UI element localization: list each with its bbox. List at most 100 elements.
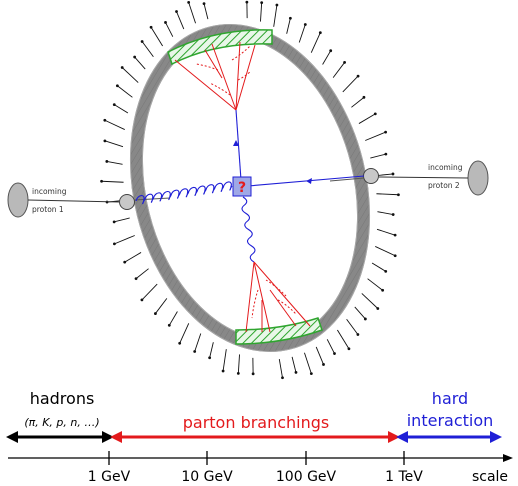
- detector-ring: [129, 23, 371, 353]
- hadron-track-head: [115, 84, 119, 88]
- hadron-track: [298, 24, 306, 43]
- scale-axis-label: scale: [472, 469, 508, 485]
- hadron-track: [365, 131, 386, 141]
- hadron-track-head: [294, 370, 298, 374]
- hadron-track-head: [236, 371, 240, 375]
- hadron-track-head: [193, 350, 197, 353]
- hadron-track-head: [288, 16, 292, 20]
- hadron-track-head: [397, 193, 400, 197]
- hadron-track-head: [149, 25, 153, 29]
- hadron-track-head: [140, 40, 144, 43]
- incoming-quark-arrow: [306, 178, 312, 184]
- hadron-track: [376, 228, 396, 236]
- hard-process-box: ?: [232, 176, 252, 197]
- hadron-track-head: [384, 130, 387, 134]
- hadron-track-head: [208, 356, 212, 360]
- hadron-track-head: [391, 172, 395, 176]
- parton-shower-bottom: [245, 261, 311, 333]
- tick-label-100gev: 100 GeV: [276, 469, 337, 485]
- hadron-track: [155, 298, 168, 314]
- hadron-track: [203, 3, 209, 20]
- hadron-track-head: [384, 152, 388, 156]
- hadron-track: [150, 26, 163, 47]
- hadron-track: [376, 193, 399, 196]
- hard-process-symbol: ?: [238, 180, 246, 196]
- incoming-proton-1-label-line2: proton 1: [32, 205, 64, 214]
- hadrons-examples-label: (π, K, p, n, …): [24, 416, 99, 429]
- hadron-track-head: [134, 277, 138, 281]
- hadron-track: [194, 333, 202, 352]
- hadron-track: [114, 104, 129, 114]
- hadron-track-head: [275, 3, 279, 7]
- hadron-track-head: [113, 242, 116, 246]
- hadron-track-head: [178, 341, 182, 345]
- hadron-track: [358, 113, 376, 124]
- hadron-track-head: [393, 233, 397, 237]
- hadron-track: [367, 278, 383, 291]
- incoming-proton-1-label-line1: incoming: [32, 187, 67, 196]
- hadron-track-head: [381, 288, 385, 292]
- hadron-track-head: [103, 118, 107, 122]
- tick-label-10gev: 10 GeV: [181, 469, 233, 485]
- scale-axis: 1 GeV 10 GeV 100 GeV 1 TeV scale: [8, 451, 513, 485]
- hadron-track-head: [384, 269, 388, 273]
- hadron-track-head: [356, 333, 360, 336]
- hadron-track-head: [329, 49, 333, 53]
- parton-branchings-label: parton branchings: [183, 413, 330, 432]
- hadron-track: [117, 85, 133, 98]
- hadron-track: [237, 354, 240, 374]
- hadron-track: [104, 140, 124, 148]
- hadron-track: [286, 18, 291, 34]
- hadron-track-head: [123, 260, 127, 264]
- hadron-track-head: [245, 0, 249, 4]
- hadron-track: [332, 62, 345, 78]
- hadron-track-head: [175, 10, 178, 13]
- hadron-track-head: [318, 31, 322, 35]
- incoming-proton-2-label-line2: proton 2: [428, 181, 460, 190]
- parton-range-arrow: [110, 431, 400, 443]
- hadron-track: [354, 306, 366, 320]
- hadronization-blob-bottom: [235, 317, 323, 345]
- hadron-track: [188, 2, 196, 24]
- hadron-track-head: [356, 74, 360, 78]
- hadron-track-head: [140, 298, 144, 302]
- hadron-track-head: [120, 66, 124, 69]
- incoming-gluon: [135, 181, 233, 205]
- hadron-track: [141, 41, 154, 58]
- hadron-track-head: [260, 1, 264, 5]
- hadron-track: [101, 180, 124, 183]
- hadron-track: [273, 4, 278, 27]
- hadron-track: [121, 67, 139, 83]
- hadron-track: [351, 96, 365, 108]
- hadron-track: [209, 342, 214, 358]
- hadron-track-head: [100, 179, 103, 183]
- hadrons-label: hadrons: [30, 389, 95, 408]
- hadron-track-head: [202, 2, 206, 6]
- hadron-track: [222, 349, 227, 372]
- hadron-track: [370, 153, 386, 159]
- hadron-track: [260, 2, 263, 22]
- hadron-track-head: [362, 95, 366, 99]
- hadron-track-head: [105, 160, 109, 163]
- hadron-track-head: [309, 372, 313, 376]
- hadron-track: [310, 32, 321, 53]
- hadron-track: [342, 75, 359, 93]
- hadron-track: [377, 211, 394, 216]
- outgoing-parton-top-arrow: [233, 140, 239, 146]
- incoming-proton-2: incoming proton 2: [363, 160, 489, 196]
- hadron-track: [134, 56, 146, 70]
- hadron-track-head: [347, 347, 351, 351]
- hadron-track: [106, 160, 123, 165]
- hadron-track: [304, 352, 312, 374]
- hard-range-arrow: [396, 431, 502, 443]
- scale-bar: hadrons (π, K, p, n, …) parton branching…: [6, 389, 513, 485]
- hadron-track: [176, 11, 185, 30]
- hadron-track-head: [391, 213, 395, 216]
- hadron-track-head: [112, 220, 116, 224]
- hadron-track-head: [167, 323, 171, 327]
- hadron-track-head: [154, 312, 157, 315]
- hadron-track: [165, 22, 174, 37]
- hadron-track-head: [221, 369, 225, 373]
- hadron-track-head: [164, 21, 167, 24]
